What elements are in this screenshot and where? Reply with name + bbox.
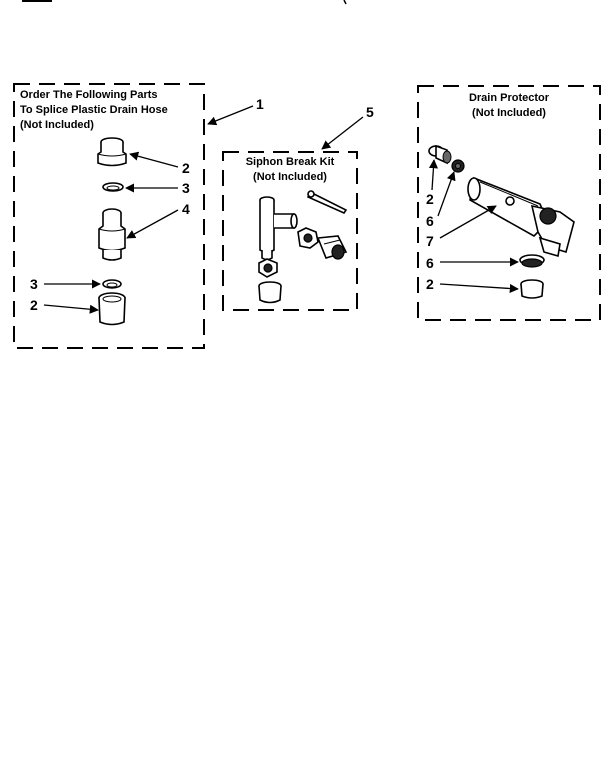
drain-callout-body: 7 (426, 233, 434, 249)
siphon-title-line-2: (Not Included) (253, 171, 327, 183)
drain-protector-box (417, 85, 601, 321)
siphon-cap-bottom (258, 281, 282, 304)
drain-title-line-2: (Not Included) (472, 107, 546, 119)
drain-connector-bottom (520, 279, 544, 299)
drain-protector-group: Drain Protector (Not Included) (417, 85, 601, 321)
siphon-nut-side (297, 227, 319, 249)
drain-title-line-1: Drain Protector (469, 92, 550, 104)
splice-callout-connector-bottom: 2 (30, 297, 38, 313)
splice-title-line-1: Order The Following Parts (20, 89, 158, 101)
drain-protector-body (467, 176, 575, 258)
siphon-title-line-1: Siphon Break Kit (246, 156, 335, 168)
splice-parts-box (13, 83, 205, 349)
splice-callout-coupling: 4 (182, 201, 190, 217)
splice-title-line-2: To Splice Plastic Drain Hose (20, 104, 168, 116)
top-mark (343, 0, 347, 5)
splice-group-leader (207, 105, 254, 126)
drain-connector-top (428, 144, 452, 165)
splice-parts-group: Order The Following Parts To Splice Plas… (13, 83, 264, 349)
hose-clamp-bottom (102, 279, 122, 289)
splice-group-callout: 1 (256, 96, 264, 112)
siphon-group-callout: 5 (366, 104, 374, 120)
siphon-adapter (316, 235, 348, 260)
splice-callout-clamp-top: 3 (182, 180, 190, 196)
splice-callout-clamp-bottom: 3 (30, 276, 38, 292)
siphon-kit-box (222, 151, 358, 311)
drain-washer-bottom (519, 254, 545, 268)
drain-callout-connector-top: 2 (426, 191, 434, 207)
hose-connector-bottom (98, 292, 126, 326)
drain-washer-top (451, 159, 465, 173)
drain-callout-washer-top: 6 (426, 213, 434, 229)
drain-callout-connector-bottom: 2 (426, 276, 434, 292)
siphon-group-leader (321, 116, 364, 150)
hose-connector-top (97, 137, 127, 167)
siphon-pin (306, 190, 348, 215)
hose-clamp-top (102, 182, 124, 192)
hose-coupling (98, 208, 126, 261)
siphon-nut-bottom (258, 258, 278, 278)
splice-title-line-3: (Not Included) (20, 119, 94, 131)
splice-callout-connector-top: 2 (182, 160, 190, 176)
siphon-tee-fitting (259, 196, 298, 261)
drain-callout-washer-bottom: 6 (426, 255, 434, 271)
siphon-kit-group: Siphon Break Kit (Not Included) 5 (222, 104, 374, 311)
